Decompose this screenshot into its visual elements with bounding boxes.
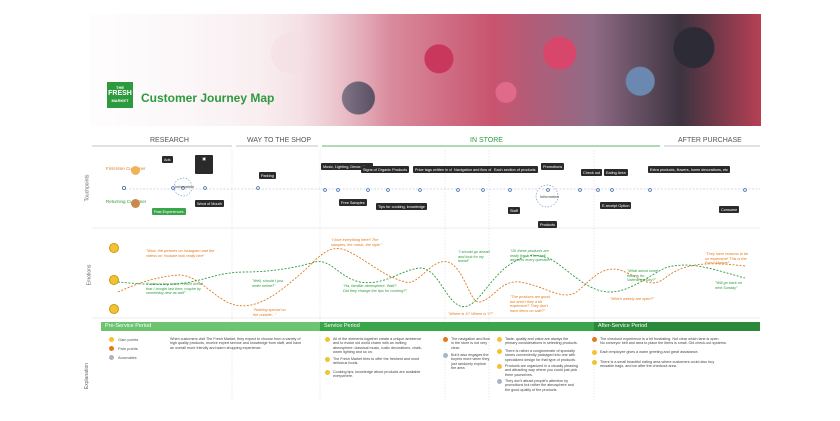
explanation-pre-service: When customers visit The Fresh Market, t…	[170, 337, 302, 350]
explanation-promotions: They don't attract people's attention by…	[505, 379, 574, 392]
sad-face-icon	[109, 304, 119, 314]
legend-pain: Pain points	[118, 346, 138, 351]
anomalies-dot	[109, 355, 114, 360]
gain-dot-ambience	[325, 337, 330, 342]
neutral-face-icon	[109, 275, 119, 285]
quote-where-is-x: "Where is X? Where is Y?"	[448, 312, 494, 316]
gain-dot-greeting	[592, 350, 597, 355]
explanation-cooking-tips: Cooking tips, knowledge about products a…	[333, 370, 421, 379]
row-label-explanation: Explanation	[84, 362, 91, 390]
information-circle-2	[535, 184, 559, 208]
after-service-period-bar: After-Service Period	[594, 322, 760, 331]
logo-text-the: THE	[116, 85, 124, 90]
persona-first-time: First-time Customer	[106, 166, 146, 171]
pain-dot-navigation	[443, 337, 448, 342]
row-label-touchpoints: Touchpoints	[84, 174, 91, 202]
touchpoint-consume: Consume	[719, 206, 740, 214]
pain-points-dot	[109, 346, 114, 351]
timeline-nodes	[122, 186, 747, 192]
touchpoint-navigation: Navigation and flow of the store	[452, 166, 510, 174]
row-label-emotions: Emotions	[86, 264, 93, 286]
stage-dividers	[231, 150, 595, 400]
touchpoint-free-samples: Free Samples	[339, 199, 367, 207]
touchpoint-ads: Ads	[162, 156, 173, 164]
touchpoint-information-1: Information	[175, 185, 194, 189]
pain-dot-checkout	[592, 337, 597, 342]
persona-returning: Returning Customer	[106, 199, 147, 204]
touchpoint-products: Products	[538, 221, 557, 229]
explanation-specialty: There is rather a conglomerate of specia…	[505, 349, 576, 362]
first-time-emotion-curve	[117, 248, 746, 307]
gain-dot-organized	[497, 364, 502, 369]
anomaly-dot-explore	[443, 353, 448, 358]
explanation-fresh-food: The Fresh Market tries to offer the fres…	[333, 357, 420, 366]
anomaly-dot-promotions	[497, 379, 502, 384]
touchpoint-promotions: Promotions	[541, 163, 565, 171]
touchpoint-music: Music, Lighting, Decorations	[321, 163, 373, 171]
pre-service-period-bar: Pre-Service Period	[101, 322, 320, 331]
gain-dot-taste	[497, 337, 502, 342]
phase-research: RESEARCH	[150, 137, 189, 144]
touchpoint-parking: Parking	[259, 172, 276, 180]
gain-points-dot	[109, 337, 114, 342]
touchpoint-information-2: Information	[540, 195, 559, 199]
explanation-greeting: Each employee gives a warm greeting and …	[600, 350, 699, 354]
service-period-bar: Service Period	[320, 322, 594, 331]
gain-dot-cooking-tips	[325, 370, 330, 375]
touchpoint-eating-area: Eating Area	[604, 169, 628, 177]
touchpoint-each-section: Each section of products	[492, 166, 538, 174]
legend-gain: Gain points	[118, 337, 139, 342]
touchpoint-extra-products: Extra products, flowers, home decoration…	[648, 166, 731, 174]
phase-after-purchase: AFTER PURCHASE	[678, 137, 742, 144]
returning-customer-icon	[131, 199, 140, 208]
returning-emotion-curve	[117, 255, 746, 308]
touchpoint-e-receipt: E-receipt Option	[600, 202, 632, 210]
quote-familiar-atmosphere: "Ha, familiar atmosphere. Wait?Did they …	[343, 284, 407, 293]
gain-dot-fresh-food	[325, 357, 330, 362]
gain-dot-eating-area	[592, 360, 597, 365]
hero-berries-image	[90, 14, 761, 126]
fresh-market-logo: THE FRESH MARKET	[107, 82, 133, 108]
logo-text-market: MARKET	[111, 98, 129, 103]
quote-which-weekly: "Which weekly are open?"	[610, 297, 655, 301]
first-time-customer-icon	[131, 166, 140, 175]
touchpoint-staff: Staff	[508, 207, 520, 215]
hero-fade	[90, 14, 390, 126]
legend-anomalies: Anomalies	[118, 355, 137, 360]
happy-face-icon	[109, 243, 119, 253]
social-media-icons: ▣	[195, 155, 213, 174]
page-title: Customer Journey Map	[141, 91, 275, 105]
quote-expensive: "The products are good,but aren't they a…	[510, 295, 551, 313]
touchpoint-word-of-mouth: Word of Mouth	[195, 200, 224, 208]
information-circle-1	[173, 177, 193, 197]
touchpoint-past-experiences: Past Experiences	[152, 208, 186, 216]
explanation-eating-area: There is a small beautiful eating area w…	[600, 360, 715, 369]
phase-in-store: IN STORE	[470, 137, 503, 144]
phase-way-to-shop: WAY TO THE SHOP	[247, 137, 312, 144]
touchpoint-price-tags: Price tags written in chalk	[413, 166, 461, 174]
explanation-ambience: All of the elements together create a un…	[333, 337, 422, 354]
touchpoint-tips-cooking: Tips for cooking, knowledge	[376, 203, 427, 211]
gain-dot-specialty	[497, 349, 502, 354]
explanation-checkout: The checkout experience is a bit frustra…	[600, 337, 727, 346]
explanation-organized: Products are organized in a visually ple…	[505, 364, 578, 377]
touchpoint-checkout: Check out	[581, 169, 603, 177]
touchpoint-signs-organic: Signs of Organic Products	[361, 166, 410, 174]
logo-text-fresh: FRESH	[108, 90, 132, 97]
